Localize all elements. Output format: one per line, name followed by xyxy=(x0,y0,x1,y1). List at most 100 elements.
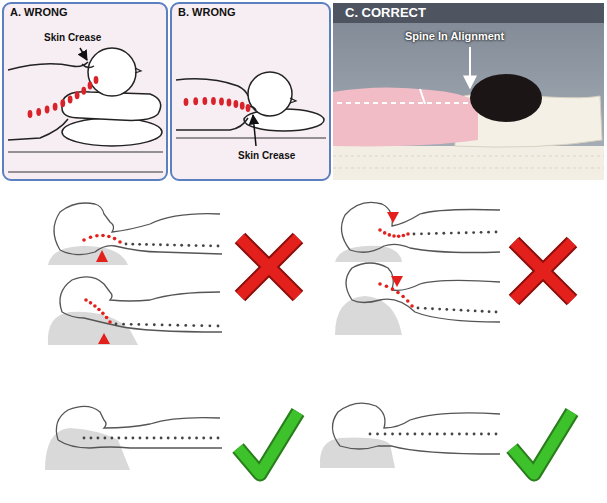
vertebra xyxy=(406,299,410,303)
vertebra xyxy=(391,433,394,436)
vertebra xyxy=(428,232,431,235)
vertebra xyxy=(209,244,212,247)
panel-a-illustration xyxy=(135,68,141,73)
vertebra xyxy=(480,231,483,234)
panel-b-illustration xyxy=(171,3,330,180)
vertebra xyxy=(465,433,468,436)
vertebra xyxy=(457,232,460,235)
vertebra xyxy=(396,291,400,295)
panel-b-illustration xyxy=(244,109,324,131)
wrong-mark xyxy=(514,242,572,300)
check-mark xyxy=(238,412,298,474)
vertebra xyxy=(202,244,205,247)
panel-a-illustration xyxy=(80,48,87,60)
vertebra xyxy=(159,243,162,246)
vertebra xyxy=(421,433,424,436)
vertebra xyxy=(83,437,86,440)
panel-b-illustration xyxy=(253,115,256,146)
vertebra xyxy=(424,307,427,310)
vertebra xyxy=(472,231,475,234)
spine-dots xyxy=(125,243,220,248)
vertebra xyxy=(146,437,149,440)
wrong-mark xyxy=(240,238,298,296)
vertebra xyxy=(187,244,190,247)
vertebra xyxy=(431,307,434,310)
figure-side-correct xyxy=(320,403,500,468)
panel-a-illustration xyxy=(8,152,163,172)
vertebra xyxy=(94,76,99,84)
vertebra xyxy=(122,323,125,326)
vertebra xyxy=(125,243,128,246)
check-mark xyxy=(512,412,572,474)
vertebra xyxy=(145,243,148,246)
vertebra xyxy=(211,97,216,105)
vertebra xyxy=(487,231,490,234)
vertebra xyxy=(378,282,382,286)
vertebra xyxy=(113,237,117,241)
spine-dots xyxy=(417,307,498,314)
figure-side-high-pillow xyxy=(352,299,500,322)
vertebra xyxy=(95,234,99,238)
vertebra xyxy=(217,245,220,248)
vertebra xyxy=(417,307,420,310)
wrong-panel: A. WRONGSkin Crease xyxy=(3,3,167,180)
panel-b-illustration xyxy=(290,98,296,103)
vertebra xyxy=(132,437,135,440)
vertebra xyxy=(108,320,112,324)
vertebra xyxy=(246,104,251,112)
wrong-panel: B. WRONGSkin Crease xyxy=(171,3,330,180)
callout-label: Skin Crease xyxy=(238,150,295,162)
vertebra xyxy=(209,437,212,440)
vertebra xyxy=(139,437,142,440)
panel-heading: A. WRONG xyxy=(10,6,67,19)
vertebra xyxy=(410,304,414,308)
figure-back-high-pillow xyxy=(48,277,222,345)
vertebra xyxy=(188,437,191,440)
vertebra xyxy=(118,240,122,244)
vertebra xyxy=(192,324,195,327)
vertebra xyxy=(445,308,448,311)
spine-dots xyxy=(83,437,220,440)
figure-side-low-pillow xyxy=(335,246,402,262)
check-mark xyxy=(512,412,572,474)
check-mark xyxy=(238,412,298,474)
panel-b-illustration xyxy=(171,3,330,180)
vertebra xyxy=(378,228,382,232)
vertebra xyxy=(60,99,65,107)
vertebra xyxy=(208,324,211,327)
wrong-mark xyxy=(240,238,298,296)
vertebra xyxy=(152,243,155,246)
vertebra xyxy=(436,433,439,436)
panel-a-illustration xyxy=(82,64,94,68)
vertebra xyxy=(115,323,118,326)
panel-b-illustration xyxy=(176,137,326,138)
vertebra xyxy=(406,232,410,236)
panel-c-photo xyxy=(420,89,425,104)
vertebra xyxy=(195,437,198,440)
vertebra xyxy=(103,437,106,440)
vertebra xyxy=(82,238,86,242)
vertebra xyxy=(97,308,101,312)
panel-a-illustration xyxy=(3,3,167,180)
panel-a-illustration xyxy=(8,119,68,140)
figure-back-correct xyxy=(58,440,222,448)
figure-side-correct xyxy=(320,438,395,468)
panel-a-illustration xyxy=(3,3,167,180)
panel-a-illustration xyxy=(62,118,162,146)
vertebra xyxy=(474,310,477,313)
figure-back-low-pillow xyxy=(54,203,220,250)
vertebra xyxy=(107,235,111,239)
vertebra xyxy=(217,437,220,440)
panel-a-illustration xyxy=(88,48,136,96)
spine-dots xyxy=(82,228,497,439)
vertebra xyxy=(153,437,156,440)
panel-b-illustration xyxy=(184,97,251,112)
figure-back-low-pillow xyxy=(48,203,222,265)
vertebra xyxy=(458,433,461,436)
vertebra xyxy=(391,287,395,291)
vertebra xyxy=(438,308,441,311)
figure-side-correct xyxy=(340,446,500,454)
callout-label: Spine In Alignment xyxy=(405,30,504,43)
vertebra xyxy=(89,235,93,239)
